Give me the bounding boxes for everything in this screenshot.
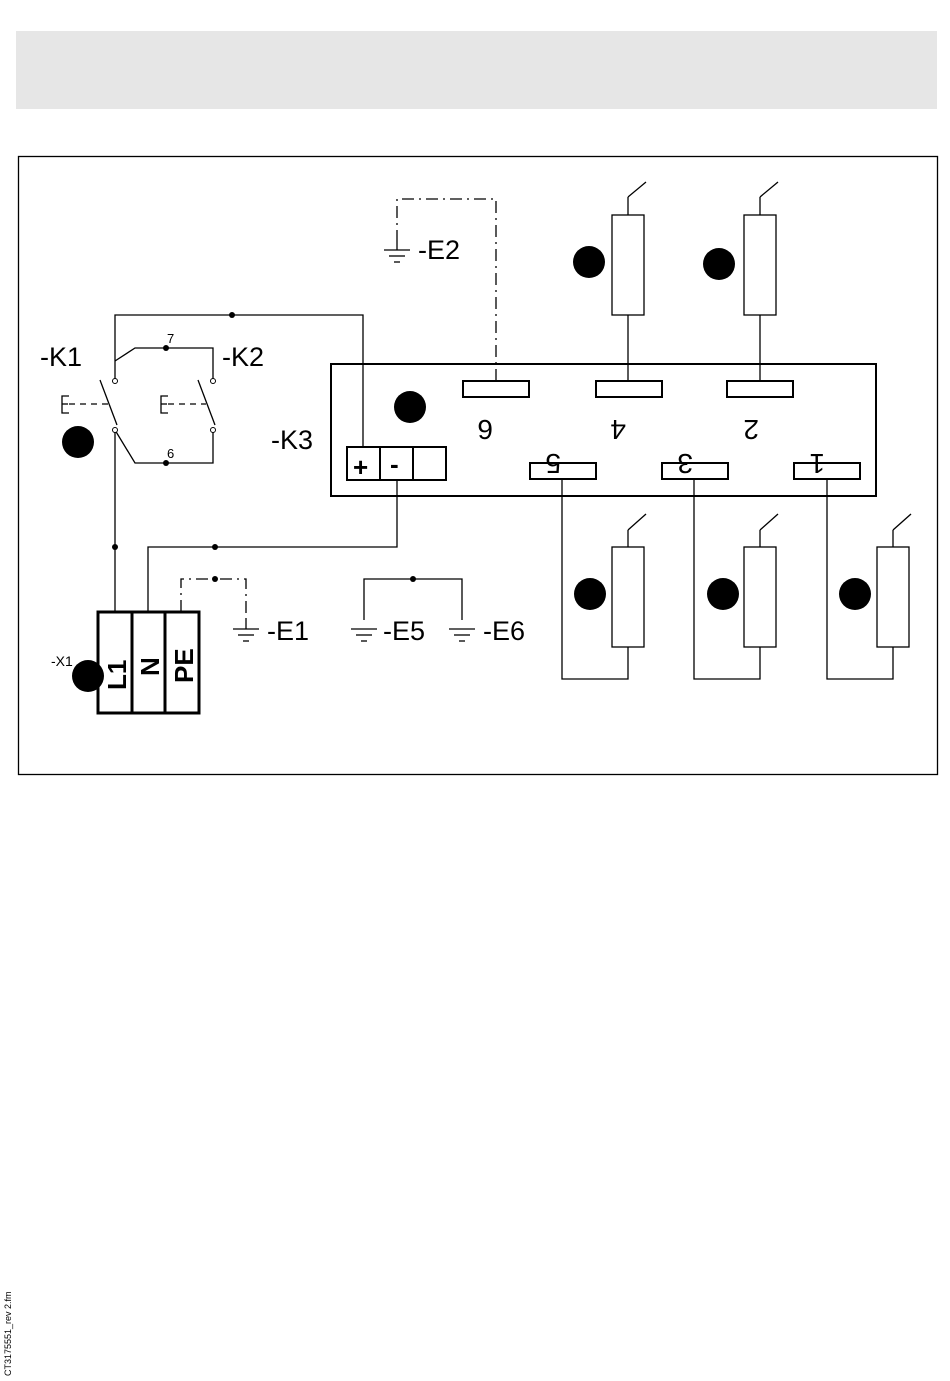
pin-label-1: 1 xyxy=(809,448,825,479)
pin-label-6: 6 xyxy=(477,414,493,445)
pin-1-terminal xyxy=(794,463,860,479)
label-e1: -E1 xyxy=(267,616,309,646)
label-e5: -E5 xyxy=(383,616,425,646)
pin-label-3: 3 xyxy=(677,448,693,479)
pin-3-terminal xyxy=(662,463,728,479)
switch-point-6: 6 xyxy=(167,446,174,461)
label-k2: -K2 xyxy=(222,342,264,372)
mains-terminal-n: N xyxy=(135,657,165,676)
marker-dot xyxy=(573,246,605,278)
pin-label-2: 2 xyxy=(743,414,759,445)
marker-dot xyxy=(72,660,104,692)
heater-bottom-1 xyxy=(877,547,909,647)
label-k1: -K1 xyxy=(40,342,82,372)
label-e2: -E2 xyxy=(418,235,460,265)
label-x1: -X1 xyxy=(51,653,73,669)
pin-label-4: 4 xyxy=(610,414,626,445)
marker-dot xyxy=(394,391,426,423)
pin-5-terminal xyxy=(530,463,596,479)
switch-point-7: 7 xyxy=(167,331,174,346)
marker-dot xyxy=(839,578,871,610)
pin-label-5: 5 xyxy=(545,448,561,479)
mains-terminal-l1: L1 xyxy=(102,660,132,690)
label-k3: -K3 xyxy=(271,425,313,455)
pin-4-terminal xyxy=(596,381,662,397)
heater-top-2 xyxy=(744,215,776,315)
heater-bottom-5 xyxy=(612,547,644,647)
label-e6: -E6 xyxy=(483,616,525,646)
heater-bottom-3 xyxy=(744,547,776,647)
terminal-minus: - xyxy=(390,449,399,479)
pin-6-terminal xyxy=(463,381,529,397)
marker-dot xyxy=(62,426,94,458)
mains-terminal-pe: PE xyxy=(169,648,199,683)
diagram-frame xyxy=(19,157,938,775)
document-code: CT3175551_rev 2.fm xyxy=(3,1291,13,1376)
heater-top-4 xyxy=(612,215,644,315)
pin-2-terminal xyxy=(727,381,793,397)
marker-dot xyxy=(707,578,739,610)
marker-dot xyxy=(574,578,606,610)
terminal-plus: + xyxy=(353,452,368,482)
marker-dot xyxy=(703,248,735,280)
